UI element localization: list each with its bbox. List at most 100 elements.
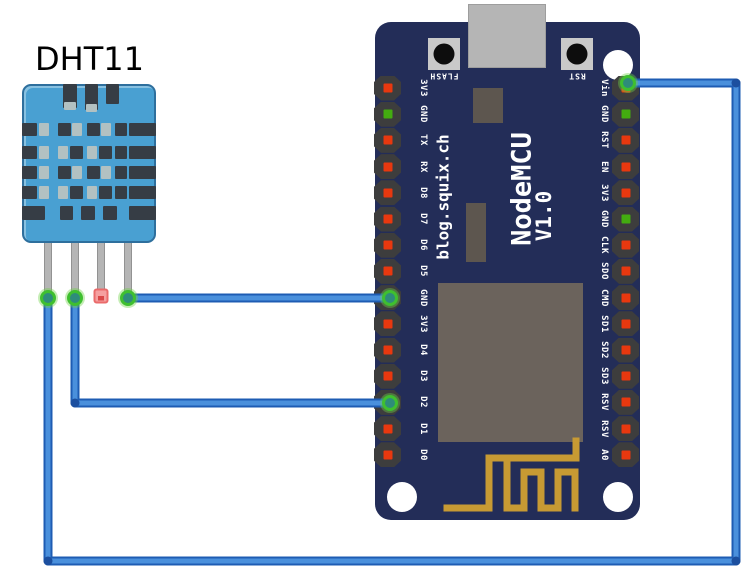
dht11-sensor[interactable] xyxy=(22,84,156,243)
wire-vcc-bendpoint[interactable] xyxy=(731,78,741,88)
pin-dot-red xyxy=(621,135,630,145)
silk-version-text: V1.0 xyxy=(532,190,556,242)
wire-data-bendpoint[interactable] xyxy=(70,398,80,408)
dht-grid-cell xyxy=(39,146,49,159)
pin-label-right-rsv: RSV xyxy=(599,393,609,412)
pin-dot-red xyxy=(383,424,392,434)
dht-vent-slot xyxy=(106,84,119,104)
pin-label-left-rx: RX xyxy=(418,160,428,173)
pin-right-rsv[interactable] xyxy=(612,416,639,442)
mounting-hole xyxy=(387,482,417,512)
pin-dot-red xyxy=(621,371,630,381)
pin-left-d2[interactable] xyxy=(374,389,401,415)
smd-component xyxy=(473,88,503,123)
dht-grid-cell xyxy=(60,206,73,220)
dht11-pin-gnd[interactable] xyxy=(124,241,132,299)
pin-right-sd2[interactable] xyxy=(612,337,639,363)
flash-button-label: FLASH xyxy=(429,71,459,81)
dht-grid-cell xyxy=(129,206,156,220)
pin-dot-green xyxy=(383,109,392,119)
pin-right-en[interactable] xyxy=(612,154,639,180)
pin-right-rsv[interactable] xyxy=(612,389,639,415)
pin-left-gnd[interactable] xyxy=(374,101,401,127)
pin-right-sd3[interactable] xyxy=(612,363,639,389)
pin-left-d6[interactable] xyxy=(374,232,401,258)
pin-right-gnd[interactable] xyxy=(612,206,639,232)
pin-left-d8[interactable] xyxy=(374,180,401,206)
wire-vcc-bendpoint[interactable] xyxy=(43,556,53,566)
dht-grid-cell xyxy=(72,166,82,179)
dht-grid-cell xyxy=(115,146,127,159)
pin-dot-red xyxy=(621,188,630,198)
pin-dot-red xyxy=(621,83,630,93)
pin-right-sdo[interactable] xyxy=(612,258,639,284)
pin-right-cmd[interactable] xyxy=(612,285,639,311)
pin-dot-red xyxy=(621,266,630,276)
pin-left-d3[interactable] xyxy=(374,363,401,389)
pin-label-right-en: EN xyxy=(599,160,609,173)
dht11-pin-vcc[interactable] xyxy=(44,241,52,299)
pin-left-3v3[interactable] xyxy=(374,75,401,101)
dht-grid-cell xyxy=(115,123,127,136)
pin-dot-red xyxy=(383,266,392,276)
pin-label-right-3v3: 3V3 xyxy=(599,183,609,202)
pin-label-left-3v3: 3V3 xyxy=(418,79,428,97)
pin-dot-red xyxy=(383,240,392,250)
pin-right-a0[interactable] xyxy=(612,442,639,468)
dht-grid-cell xyxy=(103,206,117,220)
dht11-label: DHT11 xyxy=(35,40,144,78)
wire-vcc-bendpoint[interactable] xyxy=(731,556,741,566)
pin-dot-red xyxy=(383,188,392,198)
pin-label-right-cmd: CMD xyxy=(599,288,609,307)
dht-grid-cell xyxy=(22,166,37,179)
mounting-hole xyxy=(603,482,633,512)
pin-left-gnd[interactable] xyxy=(374,285,401,311)
pin-label-right-gnd: GND xyxy=(599,210,609,228)
pin-left-tx[interactable] xyxy=(374,127,401,153)
pin-dot-red xyxy=(383,371,392,381)
wire-data[interactable] xyxy=(70,293,395,408)
pin-dot-red xyxy=(383,214,392,224)
dht-grid-cell xyxy=(101,123,111,136)
dht-grid-cell xyxy=(70,186,83,199)
pin-left-d5[interactable] xyxy=(374,258,401,284)
pin-left-d4[interactable] xyxy=(374,337,401,363)
dht-grid-cell xyxy=(72,123,82,136)
pin-left-d1[interactable] xyxy=(374,416,401,442)
pin-dot-red xyxy=(621,162,630,172)
pin-right-gnd[interactable] xyxy=(612,101,639,127)
pin-left-d7[interactable] xyxy=(374,206,401,232)
pin-dot-red xyxy=(621,450,630,460)
pin-dot-red xyxy=(383,135,392,145)
pin-label-right-rsv: RSV xyxy=(599,419,609,438)
pin-left-d0[interactable] xyxy=(374,442,401,468)
pin-right-rst[interactable] xyxy=(612,127,639,153)
pin-dot-red xyxy=(621,240,630,250)
flash-button[interactable] xyxy=(428,38,460,70)
dht-grid-cell xyxy=(129,123,156,136)
pin-dot-red xyxy=(383,162,392,172)
pin-right-clk[interactable] xyxy=(612,232,639,258)
dht-grid-cell xyxy=(99,186,112,199)
pin-label-right-sd2: SD2 xyxy=(599,341,609,359)
pin-right-3v3[interactable] xyxy=(612,180,639,206)
dht-grid-cell xyxy=(115,186,127,199)
pin-right-sd1[interactable] xyxy=(612,311,639,337)
dht-grid-cell xyxy=(22,206,45,220)
rst-button[interactable] xyxy=(561,38,593,70)
pin-right-vin[interactable] xyxy=(612,75,639,101)
pin-dot-red xyxy=(383,397,392,407)
dht11-pin-nc[interactable] xyxy=(97,241,105,291)
dht-grid-cell xyxy=(39,166,49,179)
dht-grid-cell xyxy=(58,186,68,199)
esp-module-shield xyxy=(438,283,583,442)
dht11-pin-data[interactable] xyxy=(71,241,79,299)
nodemcu-board[interactable]: FLASH RST blog.squix.ch NodeMCU V1.0 3V3… xyxy=(374,4,640,520)
pin-label-right-a0: A0 xyxy=(599,448,609,461)
pin-left-rx[interactable] xyxy=(374,154,401,180)
dht-grid-cell xyxy=(70,146,83,159)
pin-label-right-rst: RST xyxy=(599,131,609,150)
nc-pin-marker[interactable] xyxy=(93,288,109,304)
pin-left-3v3[interactable] xyxy=(374,311,401,337)
